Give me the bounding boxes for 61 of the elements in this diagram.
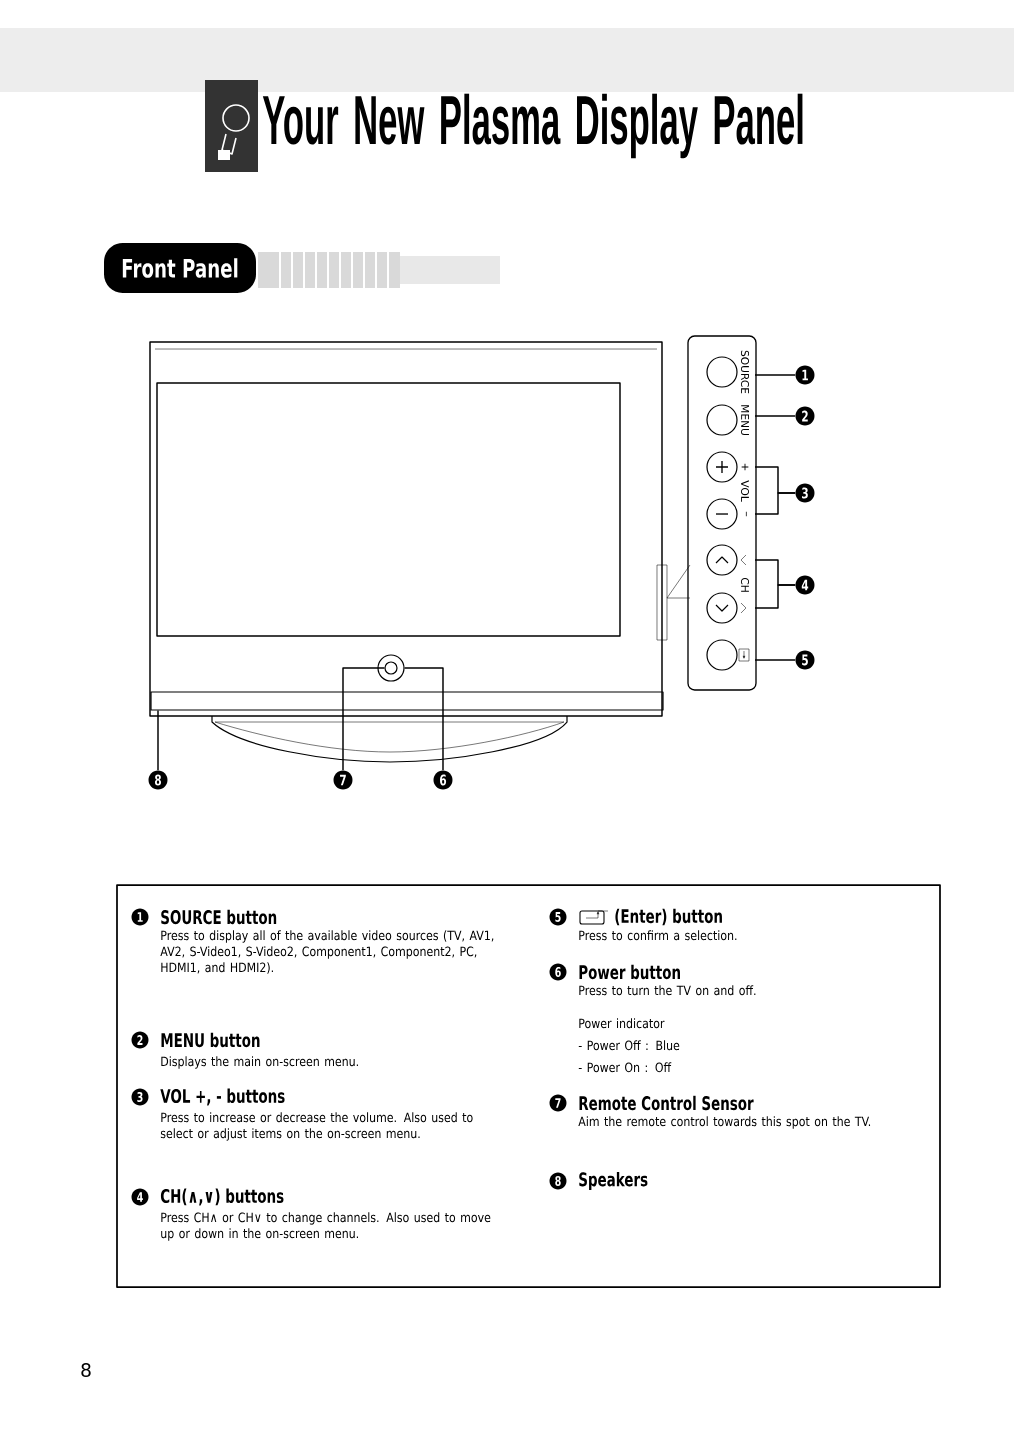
- item-heading: Speakers: [579, 1172, 648, 1191]
- item-heading: MENU button: [161, 1032, 260, 1048]
- power-button: [377, 654, 405, 682]
- item-description: Displays the main on-screen menu.: [161, 1056, 358, 1069]
- speaker-strip: [150, 691, 664, 711]
- item-description: - Power Off : Blue: [578, 1040, 680, 1051]
- button-label: VOL: [740, 480, 750, 502]
- callout-number: 3: [131, 1088, 149, 1106]
- callout-number: 1: [131, 908, 149, 926]
- front-button: [706, 498, 738, 530]
- button-label: SOURCE: [740, 350, 750, 394]
- remote-sensor: [384, 661, 398, 675]
- item-heading: SOURCE button: [161, 909, 277, 925]
- item-description: Press to turn the TV on and off.: [579, 985, 756, 996]
- callout-number: 2: [795, 406, 815, 426]
- leader-line: [754, 415, 796, 417]
- item-heading: Power button: [579, 964, 680, 980]
- callout-number: 2: [131, 1031, 149, 1049]
- leader-line: [754, 374, 796, 376]
- leader-line: [754, 584, 796, 609]
- front-button: [706, 639, 738, 671]
- leader-line: [342, 667, 386, 771]
- page-number: 8: [81, 1362, 91, 1378]
- button-label: MENU: [741, 405, 749, 435]
- item-description: Aim the remote control towards this spot on the TV.: [578, 1116, 871, 1129]
- item-description: Press to display all of the available video sources (TV, AV1, AV2, S-Video1, S-Video2, Component1, Component2, PC, HDMI1, and HDMI2).: [160, 930, 494, 974]
- item-description: - Power On : Off: [578, 1062, 672, 1073]
- callout-number: 4: [795, 575, 815, 595]
- callout-number: 6: [549, 963, 567, 981]
- front-button: [706, 544, 738, 576]
- item-heading: CH(∧,∨) buttons: [160, 1188, 284, 1206]
- item-heading: Remote Control Sensor: [579, 1095, 754, 1111]
- callout-number: 3: [795, 483, 815, 503]
- item-description: Press to confirm a selection.: [579, 930, 737, 941]
- front-button: [706, 356, 738, 388]
- button-label: CH: [740, 577, 750, 592]
- leader-line: [157, 709, 159, 771]
- item-description: Press to increase or decrease the volume. Also used to select or adjust items on the on-screen menu.: [160, 1112, 473, 1141]
- item-heading: (Enter) button: [615, 908, 722, 926]
- callout-number: 5: [795, 650, 815, 670]
- leader-line: [754, 492, 796, 515]
- button-label: –: [745, 511, 747, 517]
- section-tab: Front Panel: [104, 243, 256, 293]
- item-heading: VOL +, - buttons: [160, 1088, 285, 1106]
- callout-number: 7: [549, 1094, 567, 1112]
- title: Your New Plasma Display Panel: [262, 93, 803, 159]
- callout-number: 6: [433, 770, 453, 790]
- callout-number: 8: [148, 770, 168, 790]
- front-button: [706, 404, 738, 436]
- callout-number: 1: [795, 365, 815, 385]
- button-label: +: [741, 463, 749, 471]
- item-description: Press CH∧ or CH∨ to change channels. Also used to move up or down in the on-screen menu.: [161, 1212, 491, 1241]
- leader-line: [754, 659, 796, 661]
- callout-number: 7: [333, 770, 353, 790]
- leader-line: [403, 667, 444, 771]
- front-button: [706, 451, 738, 483]
- callout-number: 4: [131, 1188, 149, 1206]
- callout-number: 5: [549, 908, 567, 926]
- callout-number: 8: [549, 1172, 567, 1190]
- front-button: [706, 592, 738, 624]
- item-description: Power indicator: [579, 1018, 665, 1029]
